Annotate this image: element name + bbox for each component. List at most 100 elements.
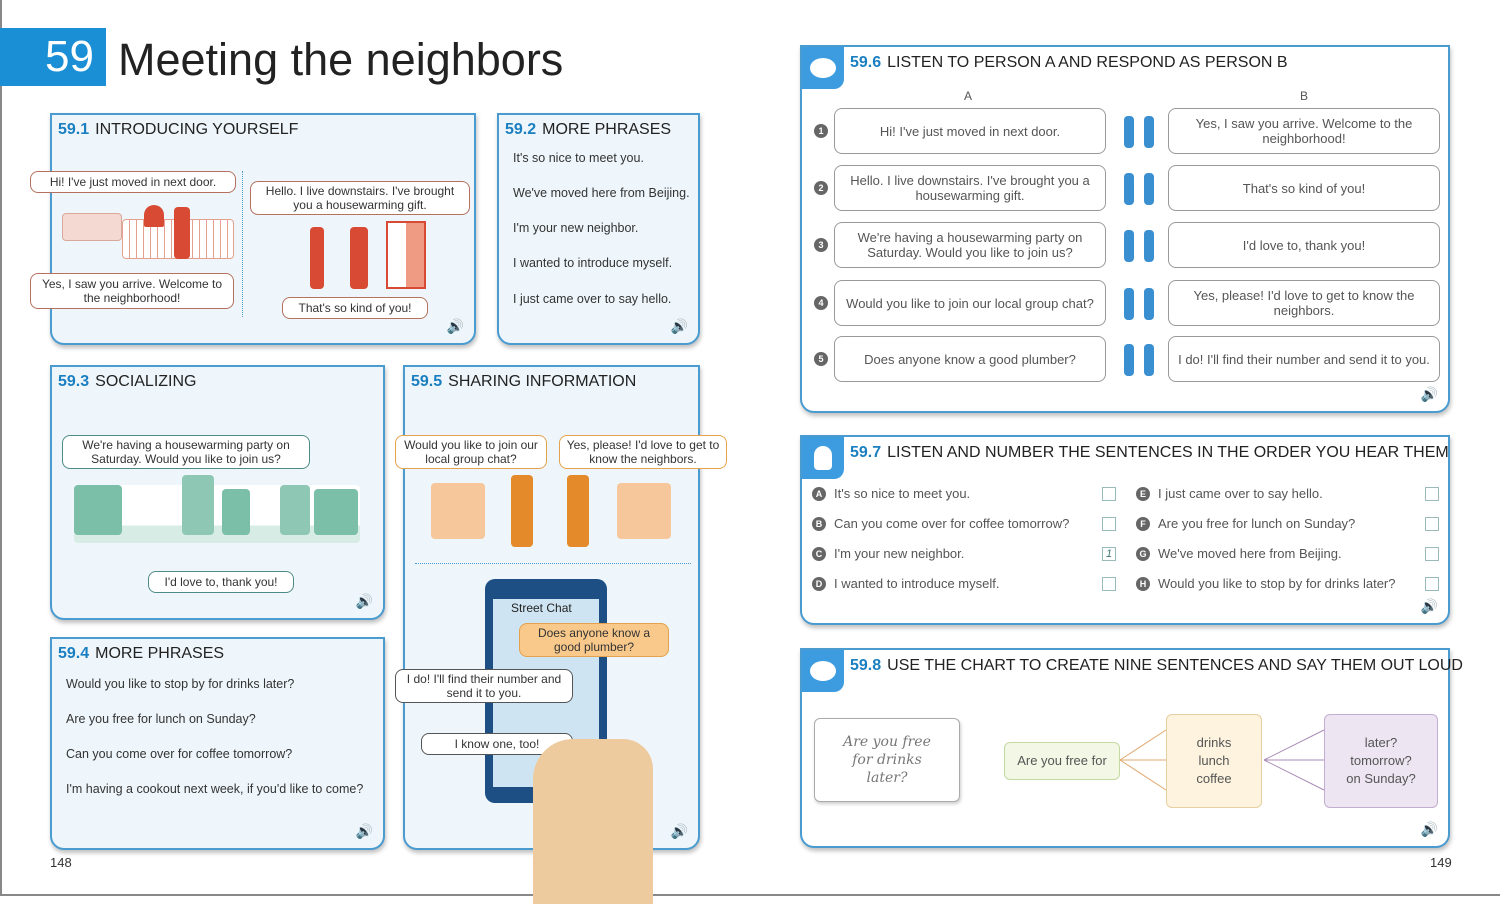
audio-icon[interactable]: 🔊 <box>446 318 464 334</box>
item-letter: A <box>812 487 826 501</box>
chart-end: later?tomorrow?on Sunday? <box>1324 714 1438 808</box>
order-checkbox[interactable] <box>1425 577 1439 591</box>
person-b-response[interactable]: Yes, please! I'd love to get to know the… <box>1168 280 1440 326</box>
phrase: It's so nice to meet you. <box>513 151 644 165</box>
section-number: 59.1 <box>58 121 90 138</box>
page-title: Meeting the neighbors <box>118 34 564 85</box>
section-59-6: 59.6 LISTEN TO PERSON A AND RESPOND AS PE… <box>800 45 1450 413</box>
person-icon <box>1144 230 1154 262</box>
chat-message: I do! I'll find their number and send it… <box>395 669 573 703</box>
section-number: 59.8 <box>850 657 882 674</box>
section-title: LISTEN TO PERSON A AND RESPOND AS PERSON… <box>887 54 1288 71</box>
phrase: We've moved here from Beijing. <box>513 186 690 200</box>
person-icon <box>174 207 190 259</box>
option: on Sunday? <box>1346 771 1416 786</box>
person-icon <box>1124 288 1134 320</box>
phrase: Can you come over for coffee tomorrow? <box>66 747 293 761</box>
person-icon <box>567 475 589 547</box>
house-icon <box>222 489 250 535</box>
audio-icon[interactable]: 🔊 <box>1420 598 1438 614</box>
item-letter: F <box>1136 517 1150 531</box>
speech-bubble-icon <box>802 47 844 89</box>
moving-truck-illustration <box>62 213 122 241</box>
order-checkbox[interactable] <box>1102 517 1116 531</box>
house-icon <box>182 475 214 535</box>
phrase: Would you like to stop by for drinks lat… <box>66 677 295 691</box>
house-icon <box>617 483 671 539</box>
divider <box>415 563 691 564</box>
speech-bubble: That's so kind of you! <box>282 297 428 319</box>
unit-number: 59 <box>0 28 106 86</box>
row-number: 4 <box>814 296 828 310</box>
section-number: 59.5 <box>411 373 443 390</box>
speech-bubble: Yes, I saw you arrive. Welcome to the ne… <box>30 273 234 309</box>
audio-icon[interactable]: 🔊 <box>355 593 373 609</box>
item-letter: E <box>1136 487 1150 501</box>
item-letter: B <box>812 517 826 531</box>
section-number: 59.4 <box>58 645 90 662</box>
person-b-response[interactable]: Yes, I saw you arrive. Welcome to the ne… <box>1168 108 1440 154</box>
section-title: SOCIALIZING <box>95 373 197 390</box>
sentence: Can you come over for coffee tomorrow? <box>834 516 1070 531</box>
person-b-response[interactable]: That's so kind of you! <box>1168 165 1440 211</box>
section-number: 59.2 <box>505 121 537 138</box>
section-title: LISTEN AND NUMBER THE SENTENCES IN THE O… <box>887 444 1449 461</box>
item-letter: H <box>1136 577 1150 591</box>
row-number: 3 <box>814 238 828 252</box>
person-b-response[interactable]: I do! I'll find their number and send it… <box>1168 336 1440 382</box>
phrase: I wanted to introduce myself. <box>513 256 673 270</box>
page-number-right: 149 <box>1430 855 1452 870</box>
order-checkbox[interactable] <box>1425 487 1439 501</box>
audio-icon[interactable]: 🔊 <box>1420 821 1438 837</box>
order-checkbox[interactable]: 1 <box>1102 547 1116 561</box>
order-checkbox[interactable] <box>1425 547 1439 561</box>
column-header-b: B <box>1300 89 1309 103</box>
person-icon <box>1124 173 1134 205</box>
sentence: We've moved here from Beijing. <box>1158 546 1342 561</box>
sentence: It's so nice to meet you. <box>834 486 971 501</box>
order-checkbox[interactable] <box>1102 487 1116 501</box>
phrase: I'm having a cookout next week, if you'd… <box>66 782 364 796</box>
audio-icon[interactable]: 🔊 <box>670 318 688 334</box>
speech-bubble: Yes, please! I'd love to get to know the… <box>559 435 727 469</box>
order-checkbox[interactable] <box>1102 577 1116 591</box>
connector-lines <box>1119 729 1167 791</box>
audio-icon[interactable]: 🔊 <box>355 823 373 839</box>
audio-icon[interactable]: 🔊 <box>1420 386 1438 402</box>
connector-lines <box>1263 729 1325 791</box>
speech-bubble: We're having a housewarming party on Sat… <box>62 435 310 469</box>
person-icon <box>1124 230 1134 262</box>
audio-icon[interactable]: 🔊 <box>670 823 688 839</box>
phrase: I just came over to say hello. <box>513 292 672 306</box>
option: coffee <box>1196 771 1232 786</box>
item-letter: D <box>812 577 826 591</box>
door-illustration <box>386 221 426 289</box>
order-checkbox[interactable] <box>1425 517 1439 531</box>
sentence: Would you like to stop by for drinks lat… <box>1158 576 1396 591</box>
sentence: I just came over to say hello. <box>1158 486 1323 501</box>
person-icon <box>511 475 533 547</box>
person-icon <box>310 227 324 289</box>
section-number: 59.6 <box>850 54 882 71</box>
person-icon <box>350 227 368 289</box>
person-icon <box>1144 173 1154 205</box>
column-header-a: A <box>964 89 973 103</box>
section-title: MORE PHRASES <box>95 645 225 662</box>
person-icon <box>1144 344 1154 376</box>
person-icon <box>1124 344 1134 376</box>
chat-message: Does anyone know a good plumber? <box>519 623 669 657</box>
sentence: Are you free for lunch on Sunday? <box>1158 516 1356 531</box>
person-b-response[interactable]: I'd love to, thank you! <box>1168 222 1440 268</box>
row-number: 1 <box>814 124 828 138</box>
speech-bubble: I'd love to, thank you! <box>148 571 294 593</box>
hand-illustration <box>533 739 653 904</box>
section-title: INTRODUCING YOURSELF <box>95 121 299 138</box>
house-icon <box>74 485 122 535</box>
